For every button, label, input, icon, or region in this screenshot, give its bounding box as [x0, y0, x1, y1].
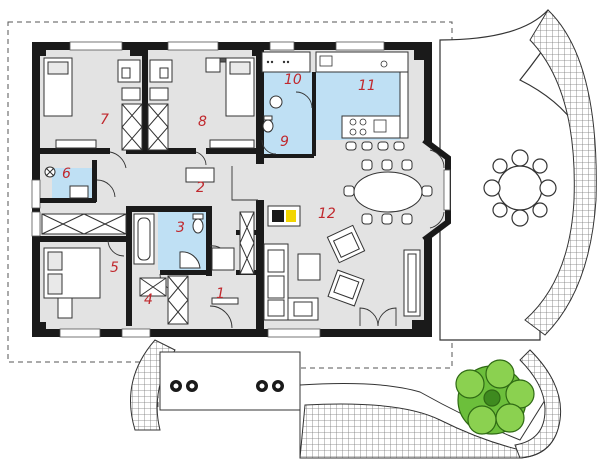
tv-cabinet — [403, 249, 421, 317]
armchair-icon — [326, 224, 366, 307]
sink-icon — [44, 166, 89, 199]
room-labels: 1 2 3 4 5 6 7 8 9 10 11 12 — [62, 72, 376, 308]
room-label-11: 11 — [358, 78, 376, 94]
room-label-7: 7 — [100, 112, 109, 128]
windows — [31, 41, 385, 338]
fridge-marks — [266, 60, 290, 64]
room-label-8: 8 — [198, 114, 207, 130]
bed-icon-5 — [43, 247, 101, 319]
room-label-4: 4 — [144, 292, 153, 308]
kitchen-counter — [261, 51, 409, 139]
room-label-1: 1 — [216, 286, 225, 302]
closet-4 — [139, 275, 189, 325]
room-label-10: 10 — [284, 72, 302, 88]
wardrobe-5 — [41, 213, 127, 235]
dining-table-icon — [343, 159, 433, 225]
fireplace-icon — [267, 205, 301, 227]
room-label-12: 12 — [318, 206, 336, 222]
wardrobe-7 — [121, 103, 169, 151]
bar-stools — [345, 141, 405, 151]
terrace-table — [483, 149, 557, 227]
planters-inner — [173, 383, 281, 389]
toilet-icon — [179, 95, 283, 269]
tree-icon — [455, 359, 535, 435]
room-label-2: 2 — [196, 180, 205, 196]
room-label-9: 9 — [280, 134, 289, 150]
bathtub-icon — [133, 213, 155, 265]
stove-icon — [319, 55, 388, 136]
room-label-6: 6 — [62, 166, 71, 182]
room-label-3: 3 — [176, 220, 185, 236]
desk-7 — [117, 59, 173, 101]
sideboard-8 — [55, 57, 255, 149]
hall-cabinet — [185, 167, 255, 305]
bed-icon — [43, 57, 255, 117]
bay-window — [422, 137, 451, 243]
sofa-icon — [263, 243, 321, 321]
room-label-5: 5 — [110, 260, 119, 276]
